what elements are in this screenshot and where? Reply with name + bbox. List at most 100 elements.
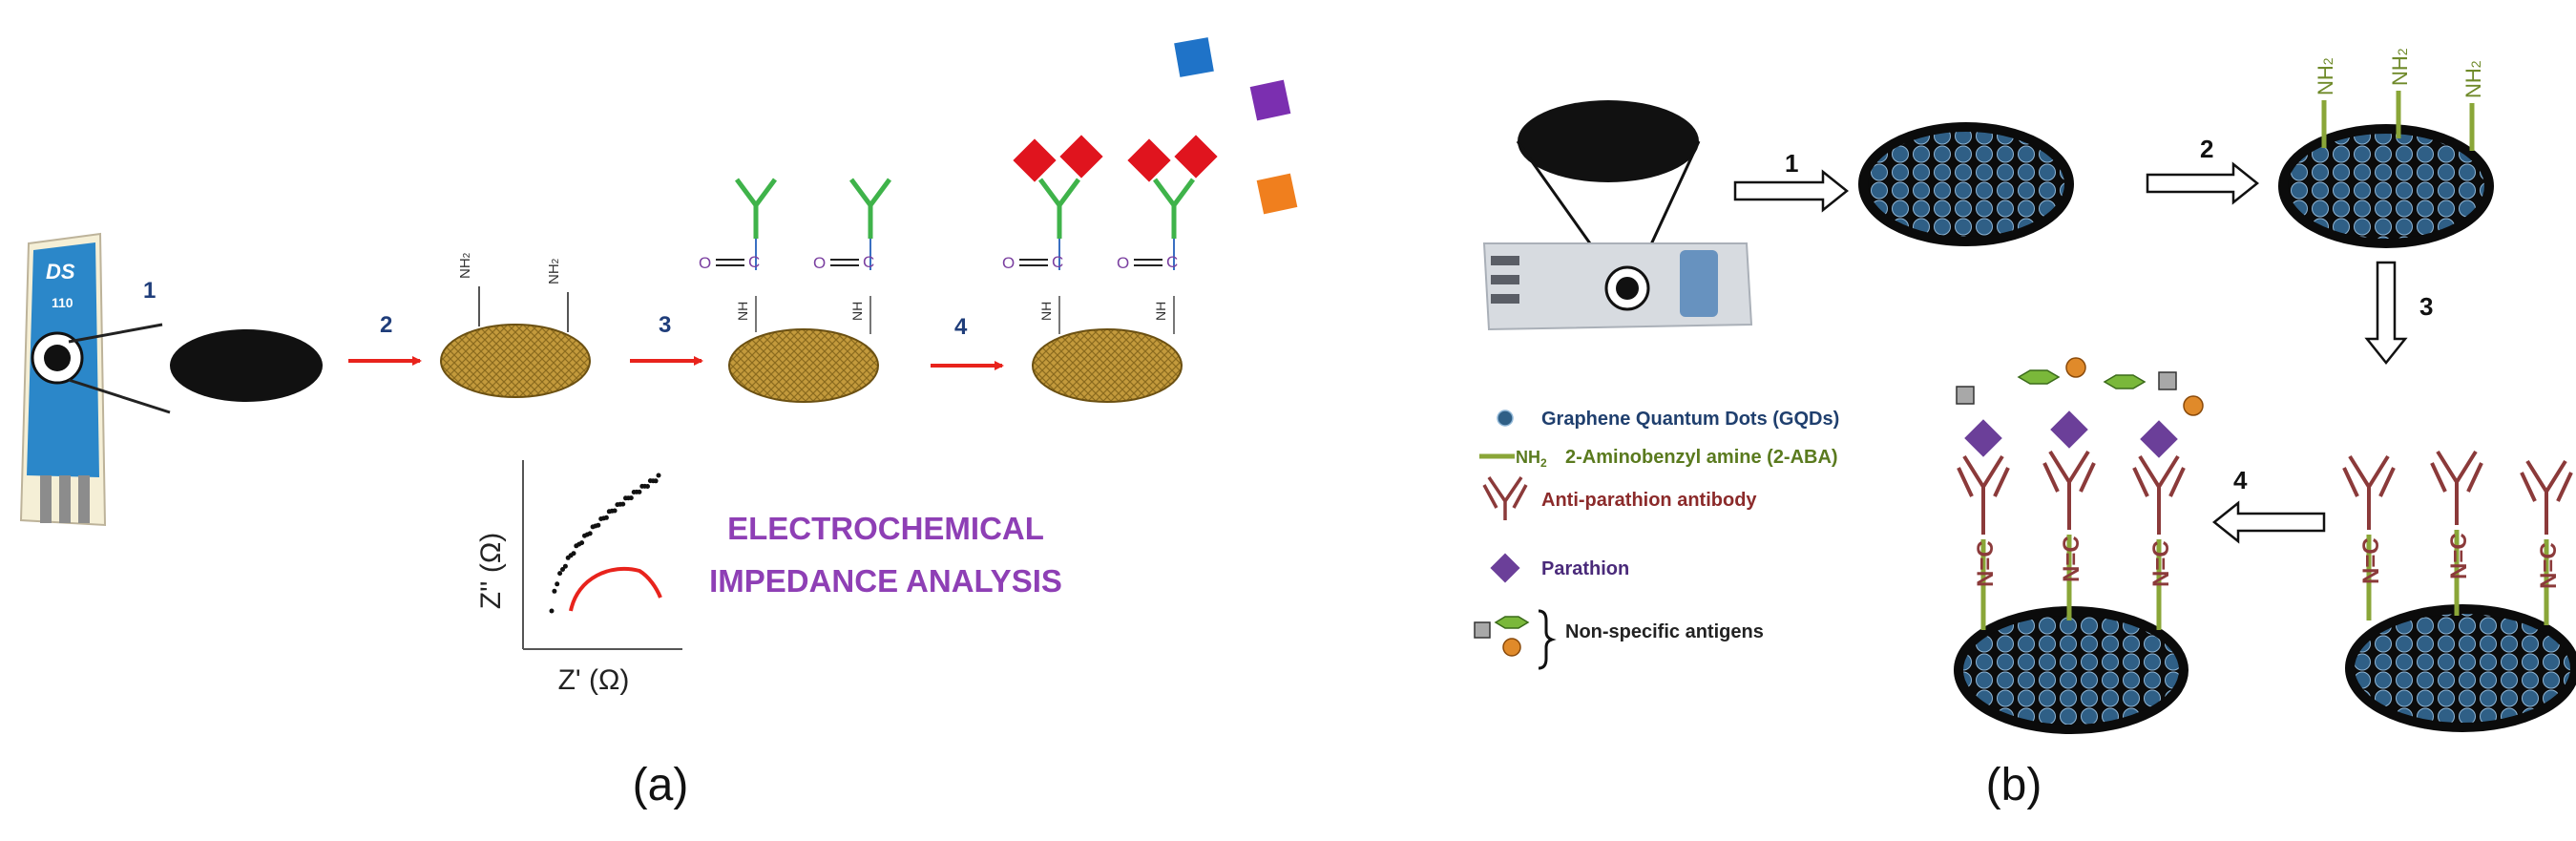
- interferent-purple-square: [1249, 79, 1291, 121]
- nonspecific-antigens-icon: [1474, 609, 1557, 670]
- gqd-disc-3-antibody: N=C N=C N=C: [2342, 450, 2576, 732]
- electrode-model: 110: [52, 295, 73, 310]
- gqd-dot-icon: [1497, 410, 1514, 427]
- svg-text:2-Aminobenzyl amine (2-ABA): 2-Aminobenzyl amine (2-ABA): [1565, 447, 1838, 468]
- antibody-parathion-b-1: N=C: [1957, 419, 2010, 630]
- nyquist-red-series: [569, 566, 662, 612]
- amine-b-3: NH2: [2461, 60, 2485, 98]
- nyquist-ylabel: Z'' (Ω): [475, 533, 507, 610]
- nyquist-point: [587, 531, 593, 536]
- nyquist-black-series: [549, 473, 661, 614]
- nyquist-point: [555, 581, 560, 587]
- svg-text:C: C: [863, 253, 874, 271]
- svg-text:Graphene Quantum Dots (GQDs): Graphene Quantum Dots (GQDs): [1541, 409, 1839, 430]
- step-b-4: 4: [2233, 466, 2248, 494]
- svg-text:C: C: [748, 253, 760, 271]
- bare-electrode-disc: [170, 329, 323, 402]
- nyquist-point: [579, 540, 585, 546]
- electrode-brand: DS: [46, 260, 75, 284]
- arrow-b-3: [2364, 261, 2408, 366]
- nyquist-point: [571, 551, 576, 557]
- nyquist-point: [596, 522, 601, 528]
- parathion-icon: [1490, 553, 1520, 583]
- antibody-icon: [1482, 476, 1528, 520]
- nyquist-point: [612, 508, 618, 514]
- nyquist-point: [653, 478, 659, 484]
- antibody-b-r2: N=C: [2430, 450, 2483, 616]
- panel-a: DS 110 1 2 NH2 NH2 3 NH C: [19, 37, 1298, 810]
- arrow-b-1: [1733, 169, 1850, 213]
- svg-text:C: C: [1166, 253, 1178, 271]
- svg-text:Anti-parathion antibody: Anti-parathion antibody: [1541, 490, 1757, 511]
- svg-text:O: O: [1117, 254, 1129, 272]
- antibody-antigen-a-1: NH C O: [1002, 135, 1103, 334]
- nyquist-point: [637, 489, 642, 494]
- interferent-orange-square: [1256, 173, 1298, 215]
- arrow-b-4: [2211, 500, 2326, 544]
- eis-title-line2: IMPEDANCE ANALYSIS: [709, 563, 1062, 599]
- nyquist-point: [628, 495, 634, 501]
- immunosensor-disc: [1032, 328, 1183, 403]
- antibody-antigen-a-2: NH C O: [1117, 135, 1218, 334]
- gqd-disc-2-aminated: NH2 NH2 NH2: [2278, 48, 2494, 248]
- screen-printed-electrode: DS 110: [19, 232, 107, 527]
- nyquist-xlabel: Z' (Ω): [558, 664, 630, 696]
- nyquist-point: [656, 473, 661, 478]
- legend-item-aba: NH2 2-Aminobenzyl amine (2-ABA): [1479, 447, 1838, 470]
- svg-text:C: C: [1052, 253, 1063, 271]
- svg-text:O: O: [1002, 254, 1015, 272]
- svg-text:N=C: N=C: [1973, 540, 1999, 587]
- antibody-a-1: NH C O: [699, 178, 778, 332]
- nyquist-plot: Z'' (Ω) Z' (Ω): [475, 460, 682, 696]
- caption-b: (b): [1986, 760, 2042, 810]
- nyquist-point: [549, 608, 555, 614]
- step-b-3: 3: [2419, 292, 2433, 321]
- legend-item-parathion: Parathion: [1490, 553, 1629, 583]
- gqd-disc-4-bound: N=C N=C N=C: [1954, 357, 2204, 734]
- svg-text:NH: NH: [735, 302, 750, 321]
- interferent-blue-square: [1174, 37, 1214, 77]
- nyquist-point: [557, 571, 563, 577]
- nyquist-point: [620, 501, 626, 507]
- step-a-2: 2: [380, 312, 392, 338]
- panel-b: 1 2 NH2 NH2 NH2 3 N=C: [1474, 48, 2576, 810]
- amine-b-2: NH2: [2388, 48, 2412, 86]
- legend-item-gqd: Graphene Quantum Dots (GQDs): [1497, 409, 1839, 430]
- svg-text:Parathion: Parathion: [1541, 558, 1629, 579]
- amine-a-2: NH2: [546, 258, 562, 284]
- svg-text:NH: NH: [1153, 302, 1168, 321]
- svg-text:N=C: N=C: [2358, 537, 2384, 584]
- svg-text:O: O: [699, 254, 711, 272]
- zoom-line-bottom: [68, 378, 171, 414]
- arrow-b-2: [2146, 161, 2260, 205]
- legend-item-nonspecific: Non-specific antigens: [1474, 609, 1764, 670]
- svg-text:N=C: N=C: [2446, 533, 2472, 579]
- antibody-b-r1: N=C: [2342, 454, 2396, 620]
- nyquist-point: [603, 515, 609, 520]
- step-a-1: 1: [143, 278, 156, 304]
- svg-text:NH: NH: [849, 302, 865, 321]
- antibody-b-r3: N=C: [2520, 459, 2573, 625]
- legend-item-antibody: Anti-parathion antibody: [1482, 476, 1757, 520]
- zoom-line-top: [68, 323, 163, 344]
- caption-a: (a): [633, 760, 689, 810]
- antibody-a-2: NH C O: [813, 178, 892, 334]
- svg-text:NH2: NH2: [1516, 448, 1547, 470]
- nyquist-point: [560, 567, 565, 572]
- nyquist-point: [552, 588, 557, 594]
- amine-b-1: NH2: [2314, 57, 2337, 95]
- svg-text:N=C: N=C: [2148, 540, 2174, 587]
- svg-text:N=C: N=C: [2059, 536, 2084, 582]
- antibody-parathion-b-2: N=C: [2042, 410, 2096, 620]
- svg-text:N=C: N=C: [2536, 542, 2562, 589]
- step-a-3: 3: [659, 312, 671, 338]
- nyquist-point: [562, 563, 568, 569]
- gqd-disc-1: [1858, 122, 2074, 246]
- amine-a-1: NH2: [457, 252, 473, 279]
- nyquist-point: [645, 484, 650, 489]
- svg-text:Non-specific antigens: Non-specific antigens: [1565, 621, 1764, 642]
- sensor-zoom-cone: [1482, 100, 1753, 331]
- step-b-2: 2: [2200, 135, 2213, 163]
